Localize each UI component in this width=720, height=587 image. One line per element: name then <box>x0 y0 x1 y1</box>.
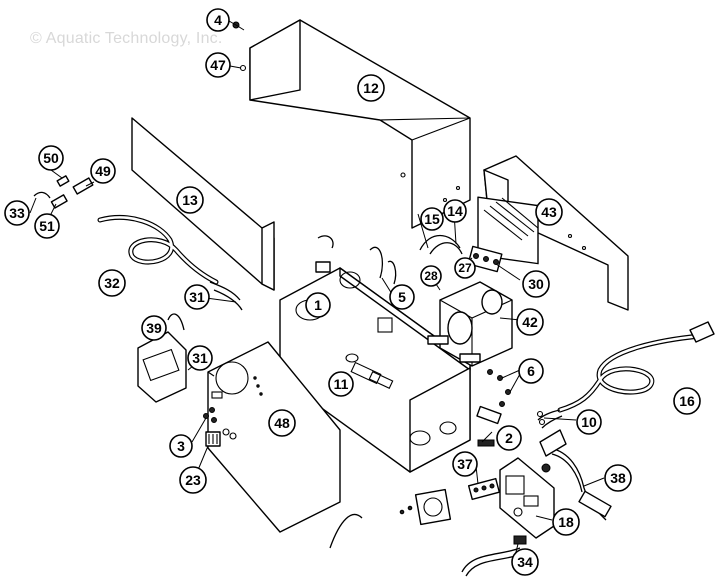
callout-27: 27 <box>454 257 476 279</box>
callout-48: 48 <box>268 409 296 437</box>
part-12-top-cover <box>249 19 471 229</box>
callout-15: 15 <box>420 207 444 231</box>
part-38-ribbon-cable <box>539 429 612 521</box>
callout-11: 11 <box>328 371 354 397</box>
svg-text:12: 12 <box>363 80 379 96</box>
part-39-meter <box>137 313 187 403</box>
svg-text:38: 38 <box>610 470 626 486</box>
part-11-chassis <box>279 267 471 473</box>
callout-3: 3 <box>169 434 193 458</box>
callout-32: 32 <box>98 269 126 297</box>
svg-text:11: 11 <box>334 376 349 392</box>
callout-6: 6 <box>518 358 544 384</box>
callout-38: 38 <box>604 464 632 492</box>
svg-text:5: 5 <box>398 289 406 305</box>
part-49-fuse-holder <box>72 177 94 195</box>
copyright-watermark: © Aquatic Technology, Inc. <box>30 30 223 47</box>
part-48-front-plate <box>207 341 341 533</box>
svg-text:31: 31 <box>189 289 205 305</box>
part-51-fuse <box>50 194 68 209</box>
part-42-transformer <box>427 281 513 367</box>
svg-text:39: 39 <box>146 320 162 336</box>
part-3-screws <box>203 407 237 440</box>
svg-text:15: 15 <box>424 211 440 227</box>
part-50-fuse <box>56 175 70 187</box>
svg-text:33: 33 <box>9 205 25 221</box>
part-47-washer <box>239 64 247 72</box>
svg-text:18: 18 <box>558 514 574 530</box>
callout-49: 49 <box>90 158 116 184</box>
part-43-rear-panel <box>477 155 629 311</box>
part-23-knob <box>205 431 221 447</box>
part-30-terminal-block <box>467 245 503 273</box>
svg-text:23: 23 <box>185 472 201 488</box>
part-4-screw <box>232 21 245 31</box>
callout-12: 12 <box>357 74 385 102</box>
callout-23: 23 <box>179 466 207 494</box>
part-32-power-cord <box>97 214 243 311</box>
svg-text:27: 27 <box>458 261 472 275</box>
callout-37: 37 <box>452 451 478 477</box>
svg-text:1: 1 <box>314 297 322 313</box>
callout-1: 1 <box>305 292 331 318</box>
callout-4: 4 <box>206 8 230 32</box>
part-2-terminal <box>476 405 502 447</box>
svg-text:6: 6 <box>527 363 535 379</box>
svg-text:2: 2 <box>505 430 513 446</box>
callout-2: 2 <box>496 425 522 451</box>
part-16-output-cord <box>537 321 715 429</box>
callout-42: 42 <box>516 308 544 336</box>
callout-5: 5 <box>389 284 415 310</box>
callout-31-upper: 31 <box>184 284 210 310</box>
svg-text:50: 50 <box>43 150 59 166</box>
svg-text:37: 37 <box>457 456 473 472</box>
part-10-washers <box>536 410 546 426</box>
svg-text:16: 16 <box>679 393 695 409</box>
svg-text:48: 48 <box>274 415 290 431</box>
callout-43: 43 <box>535 198 563 226</box>
part-37-terminal-strip <box>467 477 501 501</box>
callout-13: 13 <box>176 186 204 214</box>
callout-34: 34 <box>511 548 539 576</box>
svg-text:42: 42 <box>522 314 538 330</box>
callout-39: 39 <box>141 315 167 341</box>
svg-text:14: 14 <box>447 203 463 219</box>
svg-text:43: 43 <box>541 204 557 220</box>
part-6-screws <box>487 369 511 407</box>
callout-30: 30 <box>522 270 550 298</box>
svg-text:32: 32 <box>104 275 120 291</box>
svg-text:13: 13 <box>182 192 198 208</box>
callout-18: 18 <box>552 508 580 536</box>
callout-14: 14 <box>443 199 467 223</box>
svg-text:10: 10 <box>581 414 597 430</box>
svg-text:30: 30 <box>528 276 544 292</box>
leader-lines <box>29 20 605 561</box>
svg-text:49: 49 <box>95 163 111 179</box>
svg-text:4: 4 <box>214 12 222 28</box>
part-33-clip <box>33 191 51 199</box>
callout-16: 16 <box>673 387 701 415</box>
svg-text:47: 47 <box>210 57 226 73</box>
svg-text:34: 34 <box>517 554 533 570</box>
callout-31-lower: 31 <box>187 345 213 371</box>
callout-50: 50 <box>38 145 64 171</box>
callout-10: 10 <box>576 409 602 435</box>
callout-33: 33 <box>4 200 30 226</box>
svg-text:28: 28 <box>424 269 438 283</box>
svg-text:51: 51 <box>39 218 55 234</box>
callout-51: 51 <box>34 213 60 239</box>
svg-text:31: 31 <box>192 350 208 366</box>
callout-47: 47 <box>205 52 231 78</box>
svg-text:3: 3 <box>177 438 185 454</box>
part-pump-module <box>329 488 452 549</box>
callout-28: 28 <box>420 265 442 287</box>
